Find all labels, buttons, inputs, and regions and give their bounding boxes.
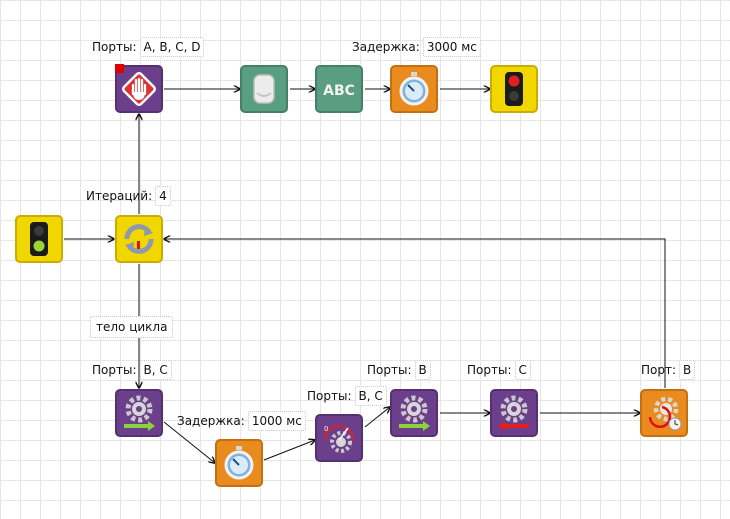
- ports-label: Порты:: [467, 363, 512, 377]
- ports-label: Порты:: [367, 363, 412, 377]
- gear-forward-icon: [399, 395, 430, 431]
- motor-forward-block[interactable]: [115, 389, 163, 437]
- start-block[interactable]: [15, 215, 63, 263]
- gear-backward-icon: [498, 395, 529, 431]
- ports-label: Порты:: [307, 389, 352, 403]
- motor-c-ports-value[interactable]: C: [514, 360, 531, 380]
- motor-b-forward-block[interactable]: [390, 389, 438, 437]
- ports-label: Порты:: [92, 363, 137, 377]
- motor-reset-port-param: Порт: B: [641, 360, 696, 380]
- display-text-block[interactable]: ABC: [315, 65, 363, 113]
- gear-reset-icon: [648, 396, 682, 431]
- wire-motor-delay: [163, 421, 215, 463]
- motor-b-ports-param: Порты: B: [367, 360, 431, 380]
- stopwatch-icon: [399, 72, 429, 106]
- ms-unit: мс: [461, 40, 477, 54]
- motor-b-ports-value[interactable]: B: [414, 360, 431, 380]
- stopwatch-icon: [224, 446, 254, 480]
- wire-reset-loop: [164, 239, 666, 388]
- green-light-icon: [30, 222, 48, 256]
- gear-forward-icon: [124, 395, 155, 431]
- gauge-gear-icon: 0: [324, 425, 354, 453]
- stop-ports-param: Порты: A, B, C, D: [92, 37, 205, 57]
- iterations-value[interactable]: 4: [155, 186, 171, 206]
- motor-c-ports-param: Порты: C: [467, 360, 531, 380]
- wire-delay-sensor: [263, 440, 315, 461]
- delay-top-param: Задержка: 3000 мс: [352, 37, 481, 57]
- red-light-icon: [505, 72, 523, 106]
- iterations-label: Итераций:: [86, 189, 153, 203]
- abc-text-icon: ABC: [323, 83, 355, 99]
- delay-block-bottom[interactable]: [215, 439, 263, 487]
- ports-label: Порты:: [92, 40, 137, 54]
- end-block[interactable]: [490, 65, 538, 113]
- ms-unit: мс: [286, 414, 302, 428]
- motor-on-ports-param: Порты: B, C: [92, 360, 172, 380]
- motor-read-ports-value[interactable]: B, C: [354, 386, 387, 406]
- port-label: Порт:: [641, 363, 677, 377]
- motor-read-ports-param: Порты: B, C: [307, 386, 387, 406]
- motor-sensor-block[interactable]: 0: [315, 414, 363, 462]
- loop-body-label: тело цикла: [90, 316, 174, 338]
- loop-block[interactable]: [115, 215, 163, 263]
- delay-bottom-param: Задержка: 1000 мс: [177, 411, 306, 431]
- stop-ports-value[interactable]: A, B, C, D: [139, 37, 205, 57]
- delay-top-value[interactable]: 3000 мс: [422, 37, 481, 57]
- delay-label: Задержка:: [352, 40, 420, 54]
- svg-text:ABC: ABC: [323, 83, 355, 99]
- iterations-param: Итераций: 4: [86, 186, 171, 206]
- motor-c-backward-block[interactable]: [490, 389, 538, 437]
- delay-block-top[interactable]: [390, 65, 438, 113]
- wire-sensor-motorb: [364, 407, 390, 428]
- hand-stop-icon: [122, 72, 156, 106]
- stop-motors-block[interactable]: [115, 65, 163, 113]
- motor-reset-port-value[interactable]: B: [679, 360, 696, 380]
- clear-screen-block[interactable]: [240, 65, 288, 113]
- delay-label: Задержка:: [177, 414, 245, 428]
- delay-top-number: 3000: [426, 40, 458, 54]
- eraser-icon: [253, 74, 275, 104]
- svg-text:0: 0: [324, 425, 328, 433]
- breakpoint-marker: [115, 64, 124, 73]
- motor-on-ports-value[interactable]: B, C: [139, 360, 172, 380]
- delay-bottom-number: 1000: [251, 414, 283, 428]
- motor-reset-block[interactable]: [640, 389, 688, 437]
- delay-bottom-value[interactable]: 1000 мс: [247, 411, 306, 431]
- loop-arrows-icon: [124, 224, 154, 254]
